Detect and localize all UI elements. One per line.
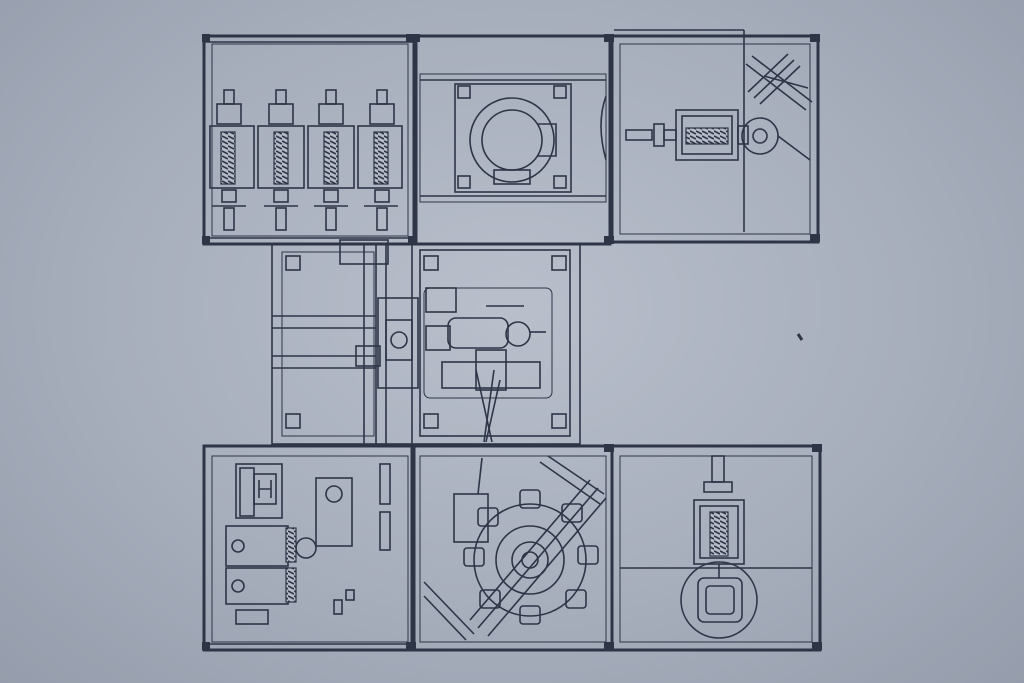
- module-center-transfer: [271, 239, 581, 445]
- module-bottom-center-index-table: [410, 444, 614, 652]
- module-top-right-feeder: [610, 29, 820, 244]
- module-top-center-chuck: [406, 34, 614, 246]
- spindle-station-2: [257, 89, 305, 231]
- spindle-station-3: [307, 89, 355, 231]
- spindle-station-1: [209, 89, 255, 231]
- module-top-left-spindles: [202, 34, 418, 246]
- module-bottom-right-press: [610, 444, 822, 652]
- spindle-station-4: [357, 89, 403, 231]
- module-bottom-left-control: [202, 444, 416, 652]
- stray-mark: [796, 333, 804, 341]
